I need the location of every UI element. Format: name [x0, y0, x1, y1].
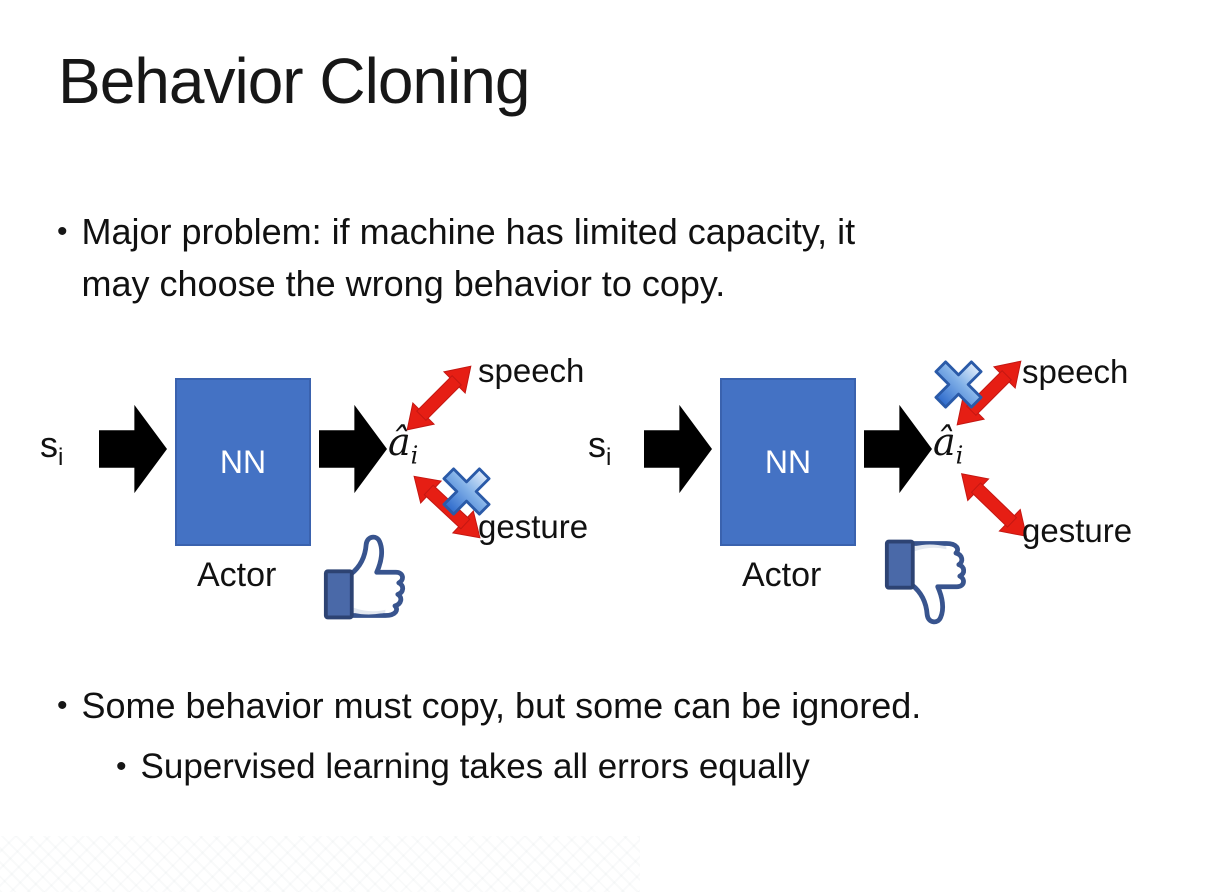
right-gesture-label: gesture	[1022, 512, 1133, 549]
right-nn-box: NN	[720, 378, 856, 546]
bullet-glyph: •	[57, 215, 68, 248]
bullet-major-problem: • Major problem: if machine has limited …	[57, 206, 855, 310]
left-actor-label: Actor	[197, 556, 277, 594]
left-input-subscript: i	[58, 444, 64, 472]
thumbs-down-icon	[884, 539, 967, 625]
bullet-some-behavior: • Some behavior must copy, but some can …	[57, 680, 921, 732]
right-input-base: s	[588, 424, 606, 465]
right-nn-label: NN	[764, 443, 812, 480]
left-input-state: si	[40, 424, 63, 472]
right-speech-label: speech	[1022, 353, 1129, 390]
left-output-arrow-icon	[319, 404, 387, 494]
left-output-base: â	[388, 420, 411, 464]
right-input-state: si	[588, 424, 611, 472]
bullet-glyph: •	[116, 750, 127, 783]
right-input-subscript: i	[606, 444, 612, 472]
left-nn-label: NN	[219, 443, 267, 480]
right-speech-double-arrow-icon	[956, 360, 1022, 426]
left-cross-out-icon	[442, 467, 491, 516]
left-gesture-label: gesture	[478, 508, 589, 545]
bullet-line-2: may choose the wrong behavior to copy.	[81, 263, 726, 304]
watermark-texture	[0, 836, 640, 892]
left-nn-box: NN	[175, 378, 311, 546]
right-actor-label: Actor	[742, 556, 822, 594]
bullet-major-problem-text: Major problem: if machine has limited ca…	[82, 206, 856, 310]
left-output-subscript: i	[410, 441, 419, 470]
right-output-base: â	[933, 420, 956, 464]
right-gesture-double-arrow-icon	[960, 473, 1028, 537]
left-speech-double-arrow-icon	[406, 365, 472, 431]
subbullet-supervised-learning: • Supervised learning takes all errors e…	[116, 742, 810, 792]
subbullet-supervised-learning-text: Supervised learning takes all errors equ…	[140, 747, 810, 786]
left-speech-label: speech	[478, 352, 585, 389]
right-cross-out-icon	[934, 360, 983, 409]
left-input-base: s	[40, 424, 58, 465]
right-input-arrow-icon	[644, 404, 712, 494]
right-output-subscript: i	[955, 441, 964, 470]
left-output-action: âi	[388, 420, 418, 470]
right-output-arrow-icon	[864, 404, 932, 494]
bullet-line-1: Major problem: if machine has limited ca…	[81, 211, 856, 252]
thumbs-up-icon	[323, 534, 406, 620]
bullet-glyph: •	[57, 689, 68, 722]
right-output-action: âi	[933, 420, 963, 470]
slide-title: Behavior Cloning	[58, 45, 530, 117]
left-input-arrow-icon	[99, 404, 167, 494]
bullet-some-behavior-text: Some behavior must copy, but some can be…	[81, 685, 922, 726]
